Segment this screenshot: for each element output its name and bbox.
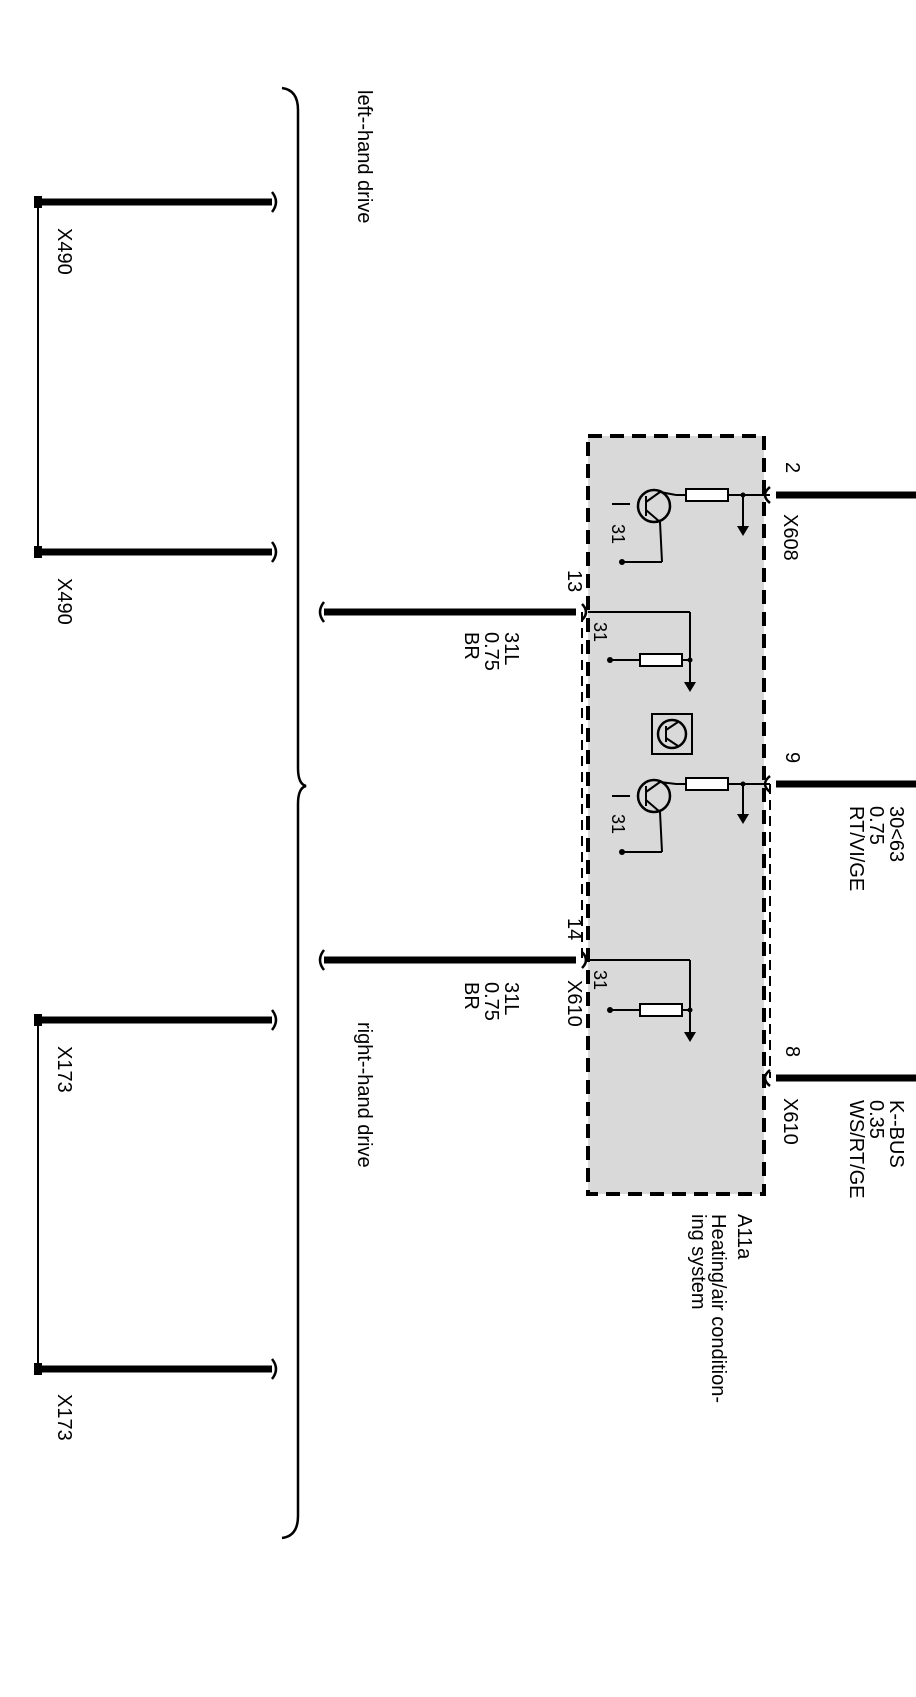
circuit-pin13 xyxy=(588,611,696,692)
x490-b-label: X490 xyxy=(53,578,75,625)
circuit-pin9 xyxy=(612,777,770,855)
pin-13-wire-line1: 31L xyxy=(500,632,522,665)
module-a11a-box xyxy=(586,434,766,1196)
pin-8-wire xyxy=(763,1069,916,1087)
x173-a-label: X173 xyxy=(53,1046,75,1093)
pin-9-wire-line2: 0.75 xyxy=(865,806,887,845)
circuit-pin2 xyxy=(612,488,770,565)
component-name-line1: Heating/air condition- xyxy=(707,1214,729,1403)
pin-13-wire xyxy=(318,601,588,623)
connector-stub-x173-b xyxy=(34,1358,278,1380)
pin-14-wire xyxy=(318,949,588,971)
connector-stub-x490-b xyxy=(34,541,278,563)
ground-label-2: 31 xyxy=(590,622,610,642)
right-hand-drive-label: right--hand drive xyxy=(353,1022,375,1168)
pin-8-wire-line1: K--BUS xyxy=(885,1100,907,1168)
pin-9-wire xyxy=(763,775,916,793)
ground-label-4: 31 xyxy=(590,970,610,990)
pin-2-wire xyxy=(763,486,916,504)
pin-9-wire-line1: 30<63 xyxy=(885,806,907,862)
pin-13-wire-line3: BR xyxy=(460,632,482,660)
ground-label-1: 31 xyxy=(608,524,628,544)
transistor-symbol-box xyxy=(651,713,693,755)
pin-14-label: 14 xyxy=(563,918,585,940)
component-name-line2: ing system xyxy=(687,1214,709,1310)
pin-14-wire-line3: BR xyxy=(460,982,482,1010)
x608-label: X608 xyxy=(779,514,801,561)
pin-13-wire-line2: 0.75 xyxy=(480,632,502,671)
x610-pin14-label: X610 xyxy=(563,980,585,1027)
connector-stub-x173-a xyxy=(34,1009,278,1031)
pin-9-label: 9 xyxy=(781,752,803,763)
group-brace xyxy=(281,86,307,1540)
component-id: A11a xyxy=(733,1214,755,1260)
pin-2-label: 2 xyxy=(781,462,803,473)
ground-label-3: 31 xyxy=(608,814,628,834)
x490-a-label: X490 xyxy=(53,228,75,275)
pin-13-label: 13 xyxy=(563,570,585,592)
pin-9-wire-line3: RT/VI/GE xyxy=(845,806,867,891)
pin-8-label: 8 xyxy=(781,1046,803,1057)
pin-8-wire-line3: WS/RT/GE xyxy=(845,1100,867,1199)
pin-14-wire-line2: 0.75 xyxy=(480,982,502,1021)
circuit-pin14 xyxy=(588,959,696,1042)
x610-pin8-label: X610 xyxy=(779,1098,801,1145)
connector-stub-x490-a xyxy=(34,191,278,213)
left-hand-drive-label: left--hand drive xyxy=(353,90,375,223)
pin-14-wire-line1: 31L xyxy=(500,982,522,1015)
pin-8-wire-line2: 0.35 xyxy=(865,1100,887,1139)
x173-b-label: X173 xyxy=(53,1394,75,1441)
